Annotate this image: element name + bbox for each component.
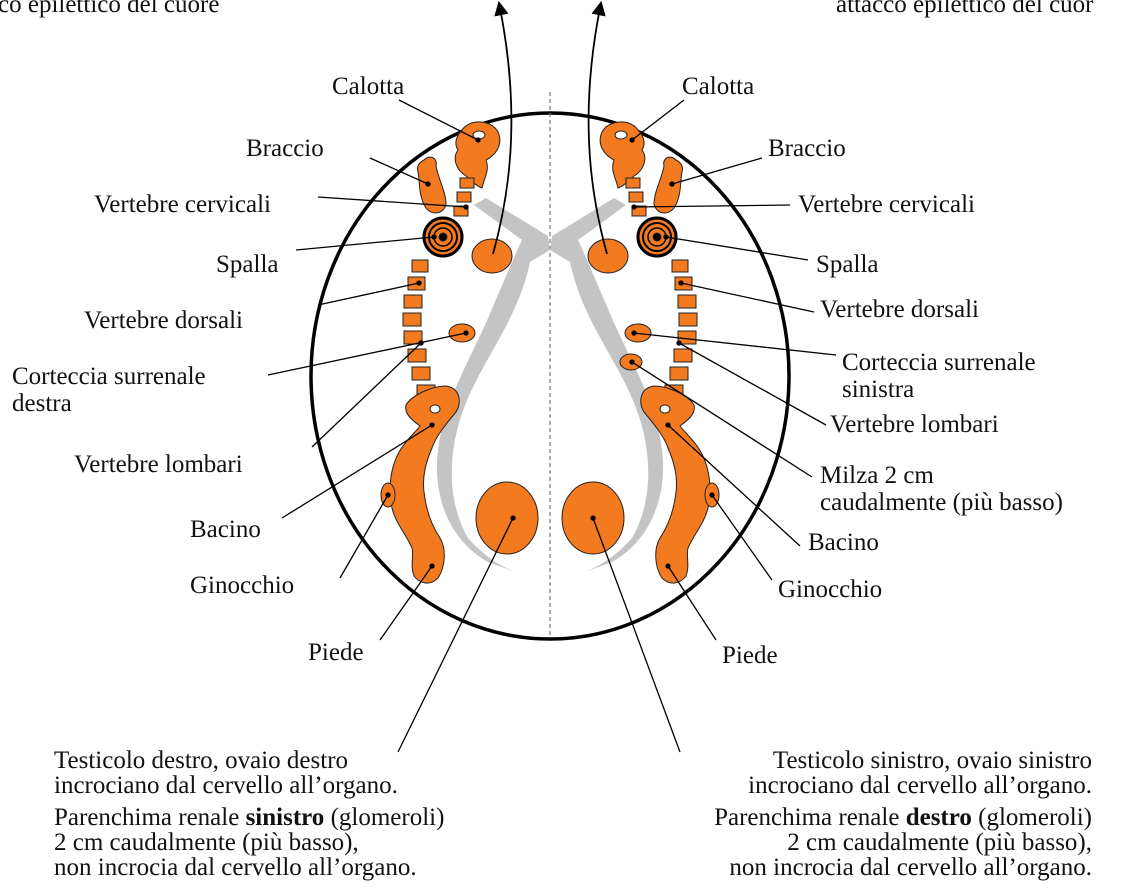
dorsal-v4 — [403, 313, 421, 326]
label-calotta-right: Calotta — [682, 74, 754, 100]
lumbar-v2 — [412, 367, 430, 380]
label-vertebre-cervicali-left: Vertebre cervicali — [94, 192, 271, 218]
pelvis-left-hole — [430, 405, 440, 413]
label-corteccia-right-1: Corteccia surrenale — [842, 350, 1036, 376]
cervical-v1 — [460, 178, 474, 188]
label-bacino-right: Bacino — [808, 530, 879, 556]
label-vertebre-dorsali-right: Vertebre dorsali — [820, 297, 979, 323]
br-line2: incrociano dal cervello all’organo. — [714, 773, 1092, 798]
label-calotta-left: Calotta — [332, 74, 404, 100]
bl-line2: incrociano dal cervello all’organo. — [54, 773, 444, 798]
label-ginocchio-right: Ginocchio — [778, 577, 882, 603]
bl-line1: Testicolo destro, ovaio destro — [54, 748, 444, 773]
label-milza-2: caudalmente (più basso) — [820, 490, 1063, 516]
label-corteccia-left-2: destra — [12, 391, 72, 417]
label-braccio-left: Braccio — [246, 136, 324, 162]
cervical-v2 — [457, 192, 471, 202]
organ-left-upper — [472, 239, 512, 273]
label-vertebre-dorsali-left: Vertebre dorsali — [84, 308, 243, 334]
label-spalla-left: Spalla — [216, 252, 279, 278]
dorsal-v3 — [404, 295, 422, 308]
br-line1: Testicolo sinistro, ovaio sinistro — [714, 748, 1092, 773]
bl-line3: Parenchima renale sinistro (glomeroli) — [54, 805, 444, 830]
label-bacino-left: Bacino — [190, 517, 261, 543]
label-piede-left: Piede — [308, 640, 364, 666]
bl-line5: non incrocia dal cervello all’organo. — [54, 855, 444, 880]
dorsal-v1 — [412, 260, 428, 272]
corteccia-left — [449, 324, 475, 342]
br-line3: Parenchima renale destro (glomeroli) — [714, 805, 1092, 830]
bottom-left-text: Testicolo destro, ovaio destro incrocian… — [54, 748, 444, 880]
label-corteccia-right-2: sinistra — [842, 377, 914, 403]
lumbar-v1 — [408, 349, 426, 362]
label-vertebre-lombari-left: Vertebre lombari — [74, 452, 243, 478]
br-line4: 2 cm caudalmente (più basso), — [714, 830, 1092, 855]
label-spalla-right: Spalla — [816, 252, 879, 278]
bottom-right-text: Testicolo sinistro, ovaio sinistro incro… — [714, 748, 1092, 880]
br-line5: non incrocia dal cervello all’organo. — [714, 855, 1092, 880]
label-piede-right: Piede — [722, 643, 778, 669]
label-ginocchio-left: Ginocchio — [190, 573, 294, 599]
bl-line4: 2 cm caudalmente (più basso), — [54, 830, 444, 855]
label-milza-1: Milza 2 cm — [820, 463, 934, 489]
label-vertebre-cervicali-right: Vertebre cervicali — [798, 192, 975, 218]
label-corteccia-left-1: Corteccia surrenale — [12, 364, 206, 390]
testicolo-left — [476, 482, 538, 554]
top-right-fragment: attacco epilettico del cuor — [836, 0, 1094, 19]
top-left-fragment: co epilettico del cuore — [0, 0, 219, 19]
label-braccio-right: Braccio — [768, 136, 846, 162]
label-vertebre-lombari-right: Vertebre lombari — [830, 412, 999, 438]
